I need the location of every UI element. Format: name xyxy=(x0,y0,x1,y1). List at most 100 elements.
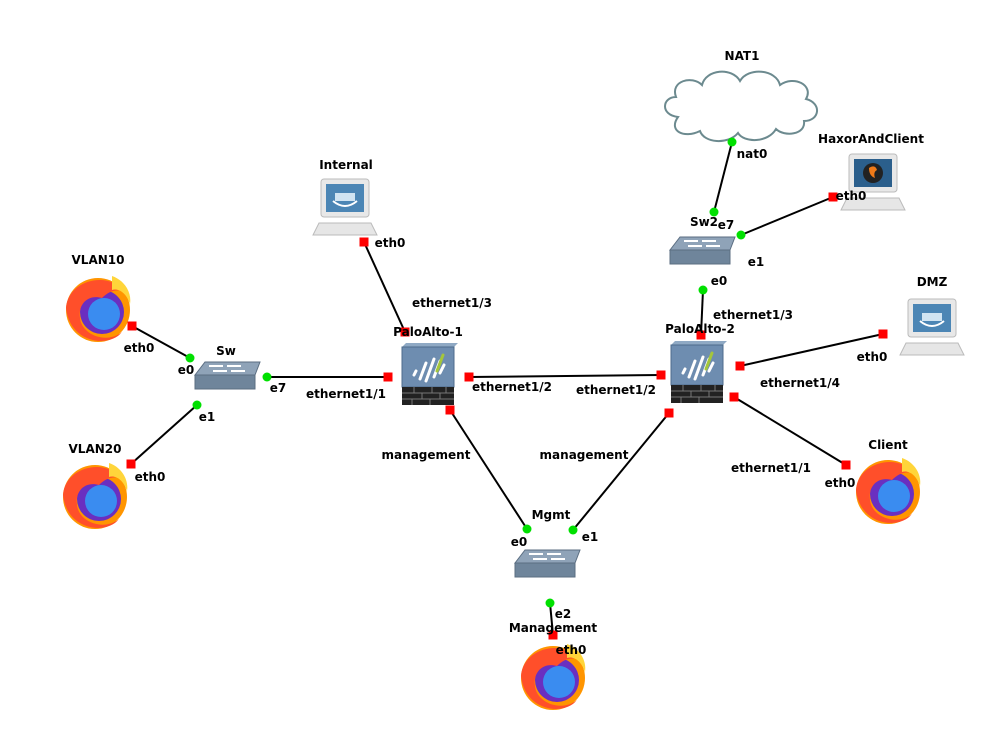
node-paloalto-1[interactable] xyxy=(401,343,458,405)
link-sw2-paloalto-2[interactable] xyxy=(700,289,704,336)
port-label: ethernet1/2 xyxy=(472,380,552,394)
port-status-started xyxy=(709,207,719,217)
port-label: e1 xyxy=(748,255,765,269)
port-status-started xyxy=(698,285,708,295)
node-label: Sw xyxy=(216,344,236,358)
link-vlan10-sw[interactable] xyxy=(131,325,191,359)
port-label: e1 xyxy=(582,530,599,544)
switch-icon xyxy=(668,236,736,265)
link-mgmt-management[interactable] xyxy=(549,602,554,636)
link-paloalto-1-mgmt[interactable] xyxy=(449,409,528,530)
port-label: e7 xyxy=(270,381,287,395)
node-dmz[interactable] xyxy=(899,298,965,356)
docker-computer-icon xyxy=(312,178,378,236)
node-internal[interactable] xyxy=(312,178,378,236)
port-status-stopped xyxy=(445,405,455,415)
port-status-stopped xyxy=(735,361,745,371)
node-label: Sw2 xyxy=(690,215,718,229)
link-paloalto-2-client[interactable] xyxy=(733,396,847,466)
node-label: Client xyxy=(868,438,908,452)
port-status-stopped xyxy=(127,321,137,331)
port-label: e1 xyxy=(199,410,216,424)
port-label: e0 xyxy=(511,535,528,549)
node-label: VLAN20 xyxy=(69,442,122,456)
node-vlan10[interactable] xyxy=(66,276,131,342)
port-label: ethernet1/1 xyxy=(731,461,811,475)
port-label: management xyxy=(540,448,629,462)
port-label: eth0 xyxy=(857,350,888,364)
node-management[interactable] xyxy=(521,644,586,710)
node-sw2[interactable] xyxy=(668,236,736,265)
node-nat1[interactable] xyxy=(664,70,818,142)
link-paloalto-2-mgmt[interactable] xyxy=(572,412,670,531)
node-label: PaloAlto-2 xyxy=(665,322,735,336)
port-label: e0 xyxy=(178,363,195,377)
port-status-stopped xyxy=(359,237,369,247)
port-label: eth0 xyxy=(375,236,406,250)
port-status-started xyxy=(192,400,202,410)
port-status-started xyxy=(545,598,555,608)
port-status-stopped xyxy=(464,372,474,382)
node-vlan20[interactable] xyxy=(63,463,128,529)
switch-icon xyxy=(513,549,581,578)
port-status-stopped xyxy=(696,330,706,340)
port-status-started xyxy=(262,372,272,382)
node-label: PaloAlto-1 xyxy=(393,325,463,339)
node-label: DMZ xyxy=(917,275,948,289)
port-status-stopped xyxy=(656,370,666,380)
firewall-icon xyxy=(670,341,727,403)
port-status-stopped xyxy=(878,329,888,339)
link-paloalto-1-paloalto-2[interactable] xyxy=(468,374,662,378)
link-internal-paloalto-1[interactable] xyxy=(363,241,406,333)
port-status-stopped xyxy=(383,372,393,382)
port-status-stopped xyxy=(828,192,838,202)
node-label: NAT1 xyxy=(725,49,760,63)
node-sw[interactable] xyxy=(193,361,261,390)
firewall-icon xyxy=(401,343,458,405)
node-label: VLAN10 xyxy=(72,253,125,267)
port-label: eth0 xyxy=(124,341,155,355)
port-label: ethernet1/1 xyxy=(306,387,386,401)
port-status-stopped xyxy=(126,459,136,469)
port-label: ethernet1/3 xyxy=(713,308,793,322)
firefox-icon xyxy=(66,276,131,342)
port-status-stopped xyxy=(729,392,739,402)
port-status-started xyxy=(522,524,532,534)
cloud-icon xyxy=(664,70,818,142)
port-status-stopped xyxy=(841,460,851,470)
port-status-started xyxy=(185,353,195,363)
switch-icon xyxy=(193,361,261,390)
link-sw2-haxorandclient[interactable] xyxy=(740,196,834,236)
port-label: nat0 xyxy=(737,147,768,161)
node-label: Mgmt xyxy=(532,508,571,522)
port-label: e7 xyxy=(718,218,735,232)
node-mgmt[interactable] xyxy=(513,549,581,578)
link-paloalto-2-dmz[interactable] xyxy=(739,333,884,367)
port-label: ethernet1/2 xyxy=(576,383,656,397)
firefox-icon xyxy=(521,644,586,710)
port-label: e2 xyxy=(555,607,572,621)
node-haxorandclient[interactable] xyxy=(840,153,906,211)
firefox-icon xyxy=(856,458,921,524)
port-label: ethernet1/4 xyxy=(760,376,840,390)
link-nat1-sw2[interactable] xyxy=(713,141,733,213)
docker-computer-icon xyxy=(899,298,965,356)
node-paloalto-2[interactable] xyxy=(670,341,727,403)
node-client[interactable] xyxy=(856,458,921,524)
port-label: eth0 xyxy=(836,189,867,203)
port-label: management xyxy=(382,448,471,462)
port-label: ethernet1/3 xyxy=(412,296,492,310)
port-label: eth0 xyxy=(825,476,856,490)
firefox-icon xyxy=(63,463,128,529)
port-label: eth0 xyxy=(135,470,166,484)
qemu-computer-icon xyxy=(840,153,906,211)
port-status-stopped xyxy=(400,327,410,337)
port-status-stopped xyxy=(664,408,674,418)
link-vlan20-sw[interactable] xyxy=(130,404,198,465)
port-label: eth0 xyxy=(556,643,587,657)
port-label: e0 xyxy=(711,274,728,288)
port-status-started xyxy=(727,137,737,147)
port-status-started xyxy=(736,230,746,240)
